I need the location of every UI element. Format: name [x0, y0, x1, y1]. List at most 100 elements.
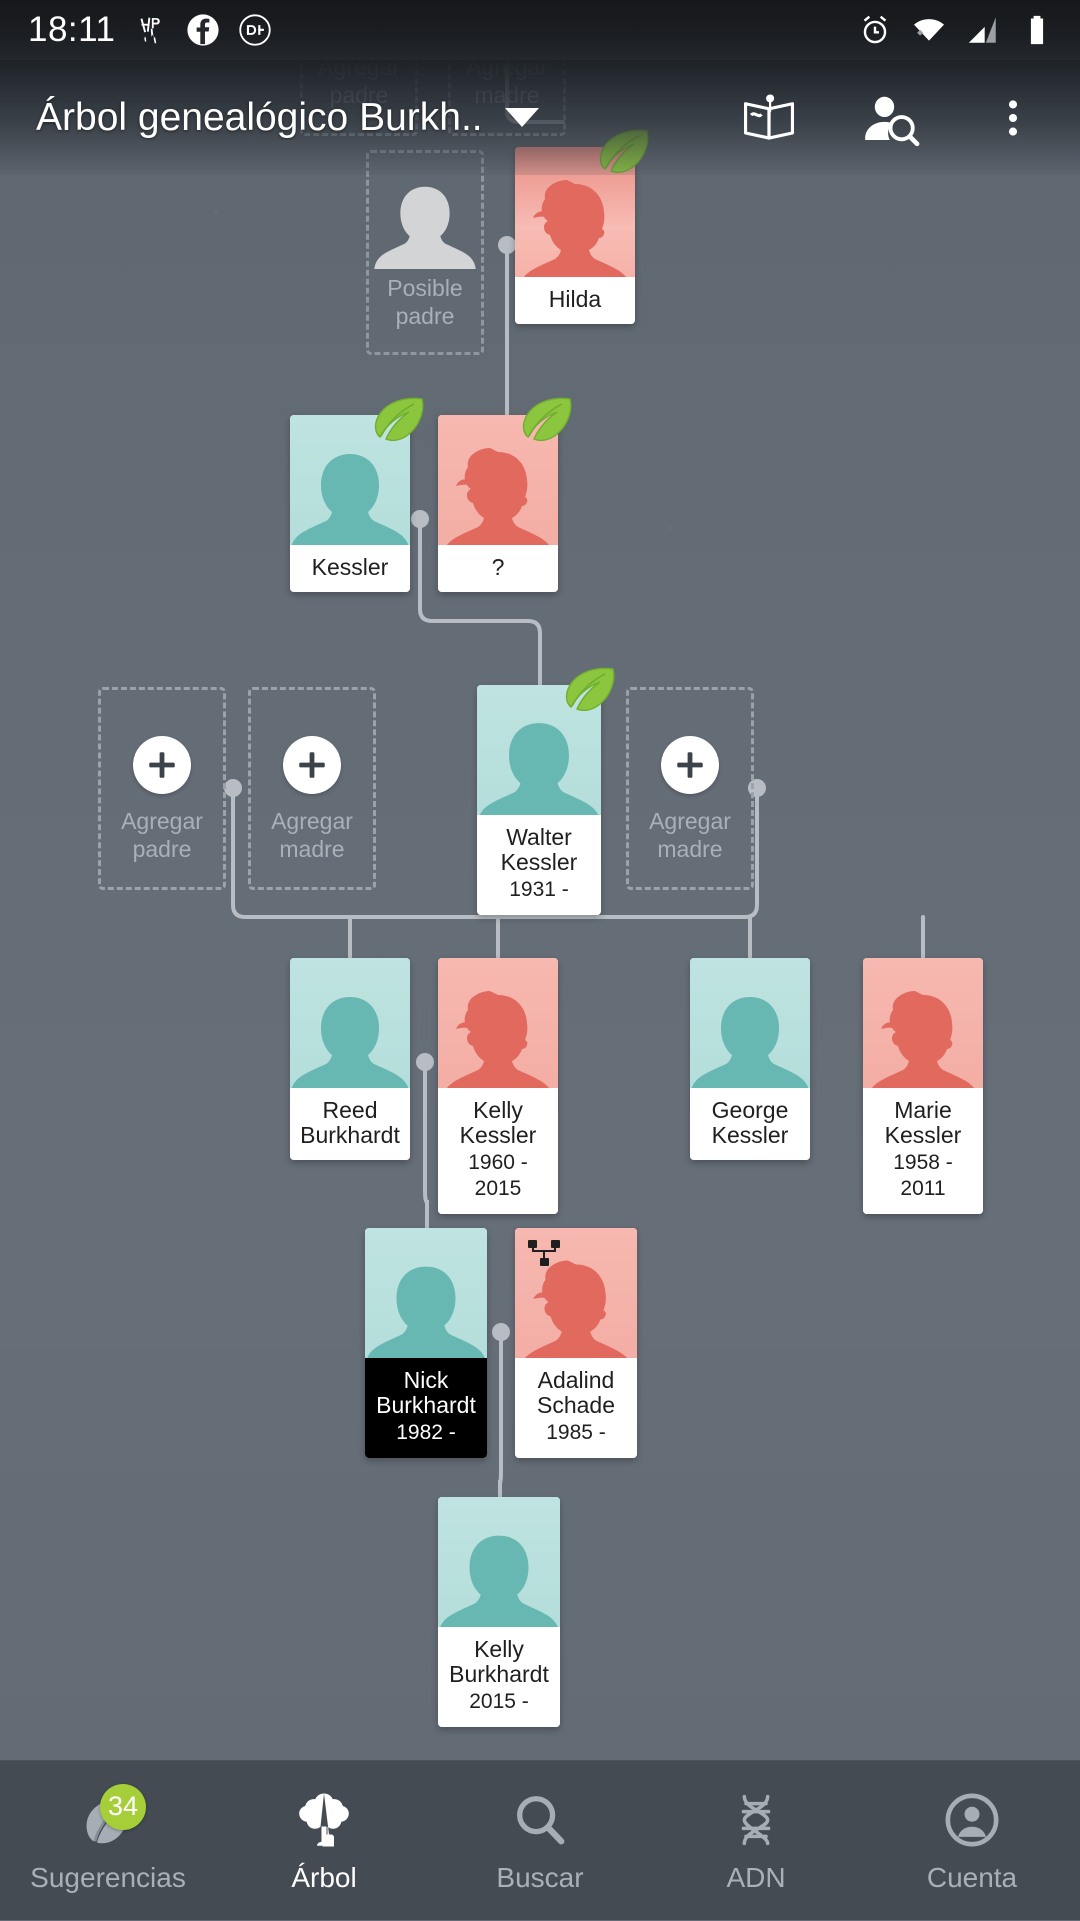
placeholder-label-line2: madre: [279, 836, 345, 862]
person-card[interactable]: Kessler: [290, 397, 424, 592]
battery-icon: [1030, 15, 1044, 45]
placeholder-label-line1: Posible: [387, 275, 463, 301]
nav-item-label: Árbol: [291, 1861, 357, 1893]
nav-item-arbol[interactable]: Árbol: [216, 1761, 432, 1921]
nav-item-adn[interactable]: ADN: [648, 1761, 864, 1921]
account-circle-icon[interactable]: [940, 1788, 1004, 1852]
leaf-icon[interactable]: 34: [76, 1783, 146, 1852]
harry-potter-icon: [140, 17, 160, 44]
add-parent-placeholder[interactable]: Agregar madre: [248, 687, 376, 890]
add-person-button[interactable]: [661, 736, 719, 794]
dna-icon[interactable]: [724, 1788, 788, 1852]
overflow-menu-icon[interactable]: [982, 87, 1044, 149]
tree-icon: [299, 1793, 349, 1846]
placeholder-label-line2: madre: [657, 836, 723, 862]
person-label: ?: [438, 545, 558, 592]
person-name-line2: Kessler: [884, 1122, 962, 1148]
disney-plus-icon: [238, 14, 271, 46]
status-bar-clock: 18:11: [28, 10, 116, 49]
status-bar-left: 18:11: [0, 10, 272, 50]
person-card[interactable]: ?: [438, 397, 572, 592]
status-bar: 18:11: [0, 0, 1080, 60]
search-icon[interactable]: [508, 1788, 572, 1852]
add-parent-placeholder[interactable]: Agregar padre: [98, 687, 226, 890]
dna-icon: [741, 1794, 771, 1845]
person-name-line2: Kessler: [459, 1122, 537, 1148]
add-person-button[interactable]: [133, 736, 191, 794]
nav-item-cuenta[interactable]: Cuenta: [864, 1761, 1080, 1921]
nav-item-buscar[interactable]: Buscar: [432, 1761, 648, 1921]
placeholder-label-line2: padre: [132, 836, 192, 862]
ghost-avatar-icon: [374, 186, 476, 269]
person-photo: [863, 958, 983, 1088]
person-name-line1: Kelly: [474, 1636, 524, 1662]
facebook-icon: [186, 14, 219, 46]
nav-item-label: Sugerencias: [30, 1861, 186, 1893]
person-name-line2: Schade: [536, 1392, 615, 1418]
person-name-line1: Reed: [322, 1097, 378, 1123]
person-silhouette-icon: [867, 991, 979, 1088]
chevron-down-icon[interactable]: [504, 108, 539, 127]
add-parent-placeholder[interactable]: Agregar madre: [626, 687, 754, 890]
page-title: Árbol genealógico Burkh..: [36, 95, 483, 139]
hint-leaf-icon[interactable]: [563, 665, 617, 711]
person-search-icon[interactable]: [860, 87, 922, 149]
person-photo: [438, 1497, 560, 1627]
person-name-line2: Kessler: [711, 1122, 789, 1148]
family-tree-canvas[interactable]: Agregar padre Agregar madre Posible padr…: [0, 0, 1080, 1760]
person-years: 1982 -: [396, 1421, 456, 1444]
tree-icon[interactable]: [292, 1788, 356, 1852]
hint-leaf-icon[interactable]: [520, 395, 574, 441]
person-silhouette-icon: [690, 997, 810, 1088]
story-book-icon[interactable]: [738, 87, 800, 149]
person-name: Kessler: [296, 555, 404, 580]
person-name-line2: Burkhardt: [300, 1122, 400, 1148]
search-icon: [517, 1795, 565, 1844]
bottom-navigation: 34 Sugerencias Árbol Buscar ADN Cuenta: [0, 1760, 1080, 1920]
placeholder-label: Agregar padre: [101, 807, 223, 863]
person-label: Kessler: [290, 545, 410, 592]
person-name-line1: Nick: [403, 1367, 449, 1393]
person-years: 2015 -: [469, 1690, 529, 1713]
app-toolbar: Árbol genealógico Burkh..: [0, 60, 1080, 175]
placeholder-label-line1: Agregar: [121, 808, 203, 834]
person-silhouette-icon: [290, 997, 410, 1088]
account-circle-icon: [945, 1793, 999, 1846]
person-name: Hilda: [521, 287, 629, 312]
person-silhouette-icon: [442, 991, 554, 1088]
nav-item-label: Buscar: [496, 1861, 584, 1893]
placeholder-label-line2: padre: [395, 303, 455, 329]
nav-item-label: ADN: [726, 1861, 786, 1893]
person-silhouette-icon: [438, 1535, 560, 1627]
status-bar-right: [858, 13, 1080, 47]
placeholder-label-line1: Agregar: [271, 808, 353, 834]
person-name-line1: Hilda: [548, 286, 602, 312]
person-photo: [438, 958, 558, 1088]
hint-leaf-icon[interactable]: [372, 395, 426, 441]
person-name: ?: [444, 555, 552, 580]
possible-parent-placeholder[interactable]: Posible padre: [366, 150, 484, 355]
nav-item-sugerencias[interactable]: 34 Sugerencias: [0, 1761, 216, 1921]
person-years: 1931 -: [509, 878, 569, 901]
person-name-line2: Burkhardt: [449, 1661, 549, 1687]
add-person-button[interactable]: [283, 736, 341, 794]
person-name-line1: Walter: [506, 824, 572, 850]
cell-signal-icon: [968, 17, 996, 43]
placeholder-label-line1: Agregar: [649, 808, 731, 834]
